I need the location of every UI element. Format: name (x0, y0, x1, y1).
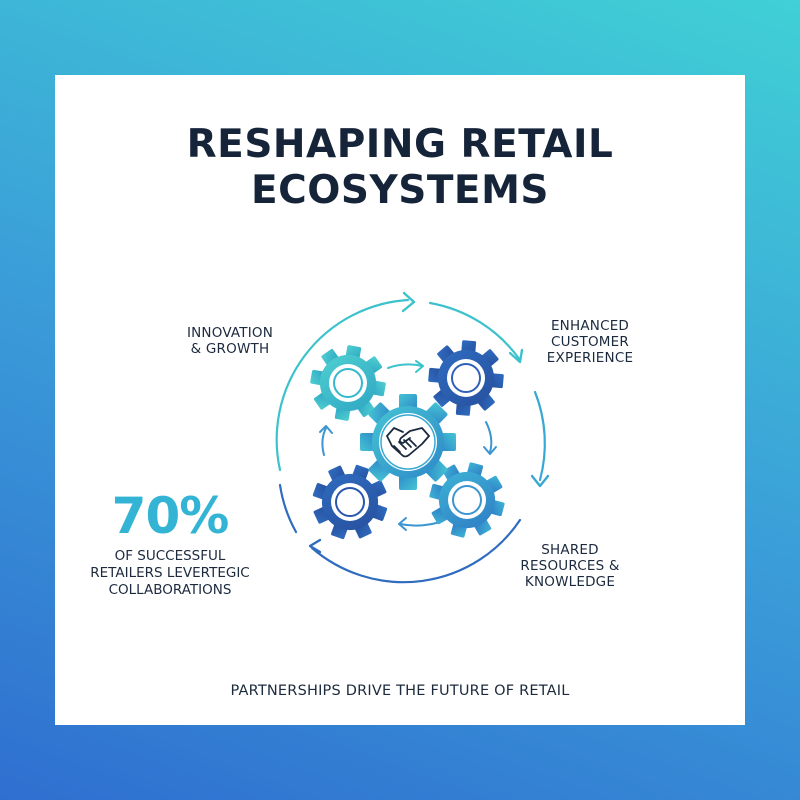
gear-hub-ring (335, 487, 365, 517)
label-line: INNOVATION (186, 325, 274, 341)
handshake-icon (386, 427, 430, 458)
gear-hub-ring (452, 485, 482, 515)
stat-value: 70% (111, 487, 230, 545)
label-line: RESOURCES & (520, 558, 620, 574)
center-hub (379, 413, 437, 471)
label-line: KNOWLEDGE (524, 574, 616, 590)
stat-caption-line: RETAILERS LEVERTEGIC (90, 565, 250, 581)
inner-flow-arrows (319, 360, 497, 531)
label-line: ENHANCED (550, 318, 630, 334)
title-line-2: ECOSYSTEMS (251, 168, 549, 213)
stat-caption-line: OF SUCCESSFUL (114, 548, 226, 564)
gear-hub-ring (333, 368, 363, 398)
label-line: EXPERIENCE (546, 350, 634, 366)
gear-hub-ring (451, 363, 481, 393)
center-hub-ring (380, 414, 436, 470)
outer-cycle-ring (275, 298, 546, 584)
cycle-arrow-icon (308, 291, 550, 554)
footer-tagline: PARTNERSHIPS DRIVE THE FUTURE OF RETAIL (230, 683, 570, 699)
stat-caption: OF SUCCESSFUL RETAILERS LEVERTEGIC COLLA… (60, 548, 280, 599)
label-shared-resources-knowledge: SHARED RESOURCES & KNOWLEDGE (510, 542, 630, 590)
label-line: CUSTOMER (551, 334, 629, 350)
label-line: SHARED (541, 542, 599, 558)
label-line: & GROWTH (190, 341, 270, 357)
title-line-1: RESHAPING RETAIL (186, 122, 614, 167)
label-innovation-growth: INNOVATION & GROWTH (170, 325, 290, 357)
label-enhanced-customer-experience: ENHANCED CUSTOMER EXPERIENCE (530, 318, 650, 366)
page-title: RESHAPING RETAIL ECOSYSTEMS (0, 122, 800, 214)
stat-caption-line: COLLABORATIONS (108, 582, 232, 598)
